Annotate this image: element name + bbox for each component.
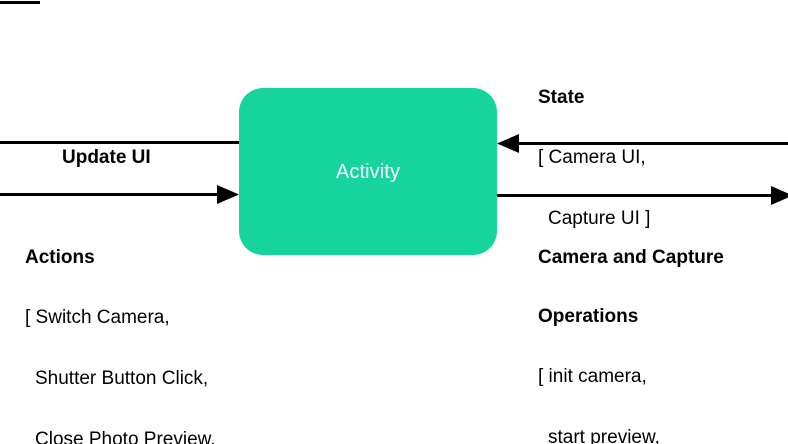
activity-node[interactable]: Activity [239,88,497,255]
activity-node-label: Activity [335,160,401,183]
camera-ops-title-line-1: Camera and Capture [538,247,724,268]
edge-label-update-ui: Update UI [62,110,151,205]
edge-label-actions: Actions [ Switch Camera, Shutter Button … [25,210,255,444]
actions-item-1: Shutter Button Click, [35,368,209,389]
top-left-rule [0,1,40,4]
update-ui-title: Update UI [62,147,151,168]
actions-title: Actions [25,247,95,268]
edge-actions-arrowhead [217,185,239,204]
camera-ops-title-line-2: Operations [538,306,639,327]
edge-label-camera-operations: Camera and Capture Operations [ init cam… [538,210,778,444]
edge-label-state: State [ Camera UI, Capture UI ] [538,50,650,267]
actions-item-0: [ Switch Camera, [25,307,170,328]
state-item-1: Capture UI ] [548,208,651,229]
edge-state-arrowhead [497,134,519,153]
state-title: State [538,87,585,108]
state-item-0: [ Camera UI, [538,147,646,168]
edge-camera-ops-arrowhead [771,186,788,205]
camera-ops-item-0: [ init camera, [538,366,647,387]
camera-ops-item-1: start preview, [548,427,660,444]
actions-item-2: Close Photo Preview, [35,429,216,444]
